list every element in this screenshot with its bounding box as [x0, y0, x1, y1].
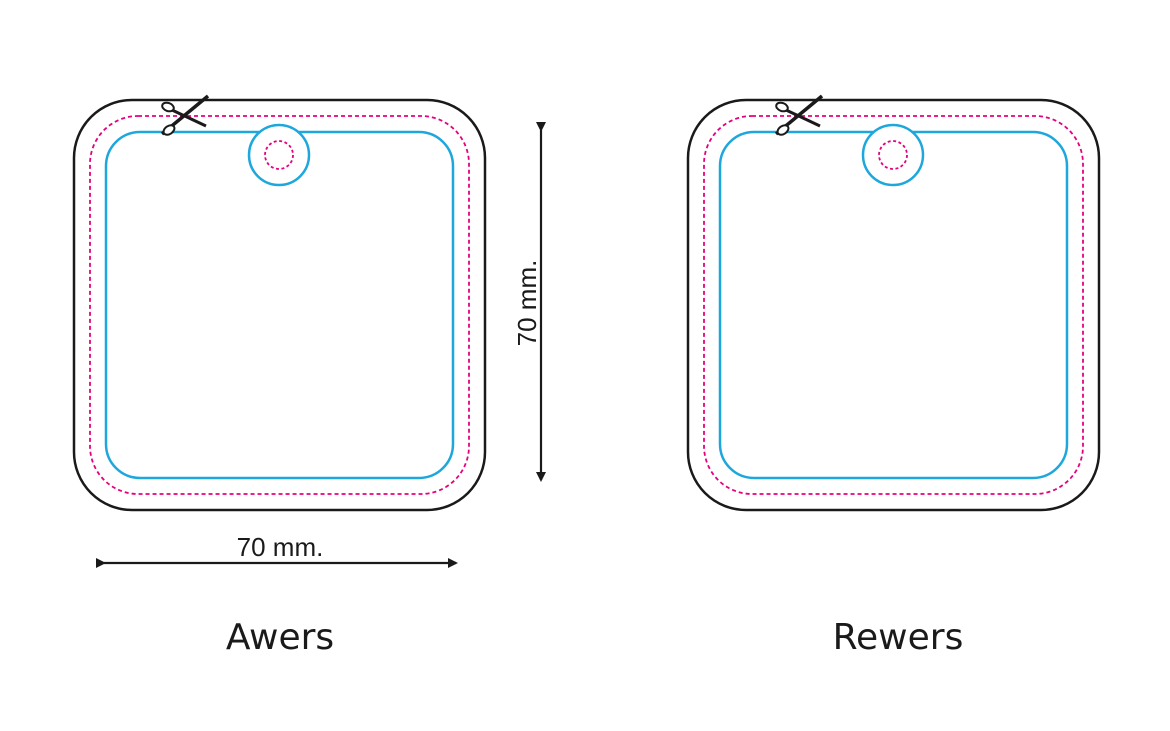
scissors-icon — [160, 94, 210, 136]
back-hole-outer — [861, 123, 925, 187]
front-label: Awers — [226, 617, 334, 658]
back-label: Rewers — [833, 617, 964, 658]
front-panel — [72, 94, 487, 512]
front-hole-outer — [247, 123, 311, 187]
front-bleed-line — [89, 115, 470, 495]
front-hole-inner — [264, 140, 294, 170]
back-hole-inner — [878, 140, 908, 170]
width-dimension: 70 mm. — [96, 532, 458, 568]
scissors-icon — [774, 94, 824, 136]
width-label: 70 mm. — [237, 532, 324, 562]
height-label: 70 mm. — [512, 260, 542, 347]
height-dimension: 70 mm. — [512, 122, 546, 482]
back-panel — [686, 94, 1101, 512]
front-cut-outline — [72, 98, 487, 512]
back-cut-outline — [686, 98, 1101, 512]
back-bleed-line — [703, 115, 1084, 495]
